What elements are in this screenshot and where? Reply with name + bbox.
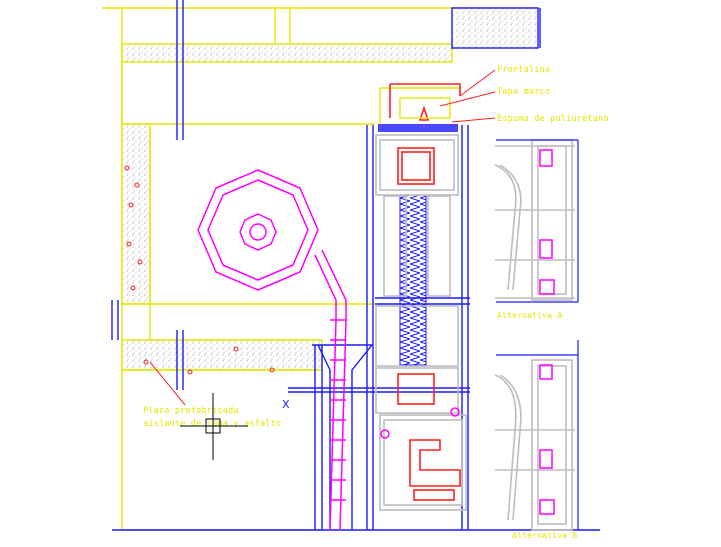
label-insulation-line1: Placa prefabricada bbox=[143, 406, 239, 416]
label-insulation-line2: aislante de lana y asfalto bbox=[143, 419, 281, 429]
roller-spring bbox=[399, 194, 427, 366]
origin-marker: X bbox=[282, 398, 290, 411]
label-flashing: Frontalina bbox=[497, 65, 550, 75]
shutter-roll bbox=[197, 149, 555, 531]
label-wood-frame: Tapa marco bbox=[497, 87, 550, 97]
foam-strip bbox=[378, 124, 458, 132]
variant-frames bbox=[496, 139, 579, 530]
label-variant-b: Alternativa B bbox=[512, 531, 577, 540]
seal-details bbox=[389, 83, 461, 501]
top-cap bbox=[399, 97, 451, 119]
label-foam: Espuma de poliuretano bbox=[497, 114, 609, 124]
frame-lines bbox=[111, 0, 600, 531]
insulation-marks bbox=[124, 165, 275, 375]
leader-lines bbox=[149, 69, 496, 406]
label-variant-a: Alternativa A bbox=[497, 311, 562, 320]
crosshair-cursor-icon bbox=[180, 393, 248, 460]
